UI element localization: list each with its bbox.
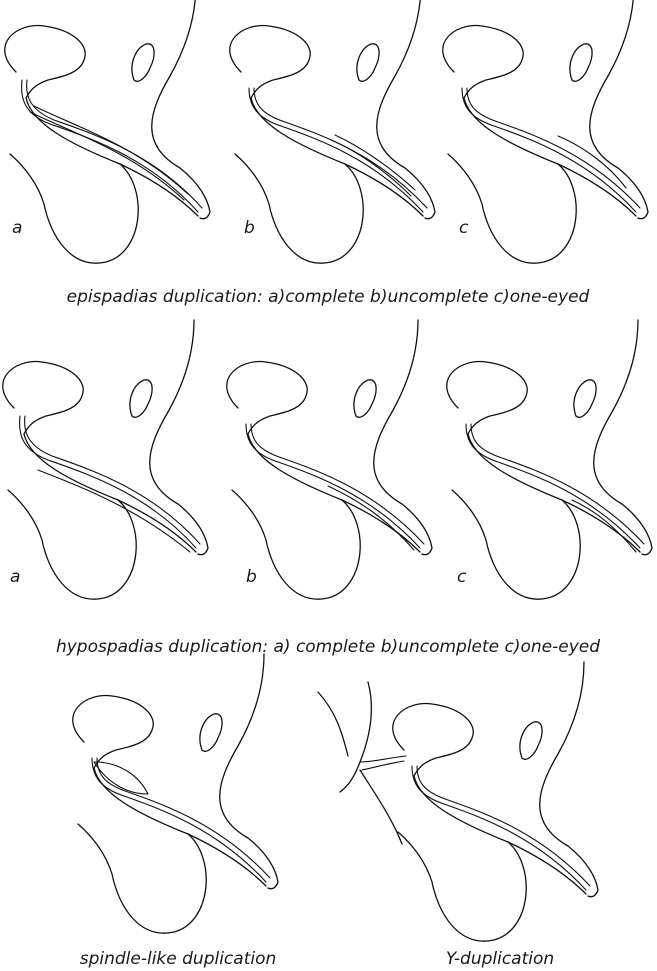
epispadias-uncomplete-panel bbox=[230, 0, 435, 263]
hypospadias-caption: hypospadias duplication: a) complete b)u… bbox=[56, 637, 600, 657]
hypospadias-one-eyed-panel bbox=[447, 320, 652, 599]
spindle-caption: spindle-like duplication bbox=[80, 949, 277, 969]
panel-letter-c: c bbox=[457, 567, 467, 587]
hypospadias-complete-panel bbox=[3, 320, 208, 599]
epispadias-complete-panel bbox=[5, 0, 210, 263]
epispadias-caption: epispadias duplication: a)complete b)unc… bbox=[67, 287, 590, 307]
hypospadias-uncomplete-panel bbox=[227, 320, 432, 599]
spindle-duplication-panel bbox=[73, 654, 278, 933]
y-duplication-panel bbox=[318, 662, 598, 941]
panel-letter-a: a bbox=[12, 218, 22, 238]
panel-letter-b: b bbox=[246, 567, 257, 587]
epispadias-one-eyed-panel bbox=[443, 0, 648, 263]
panel-letter-a: a bbox=[10, 567, 20, 587]
panel-letter-c: c bbox=[459, 218, 469, 238]
y-caption: Y-duplication bbox=[446, 949, 554, 969]
panel-letter-b: b bbox=[244, 218, 255, 238]
